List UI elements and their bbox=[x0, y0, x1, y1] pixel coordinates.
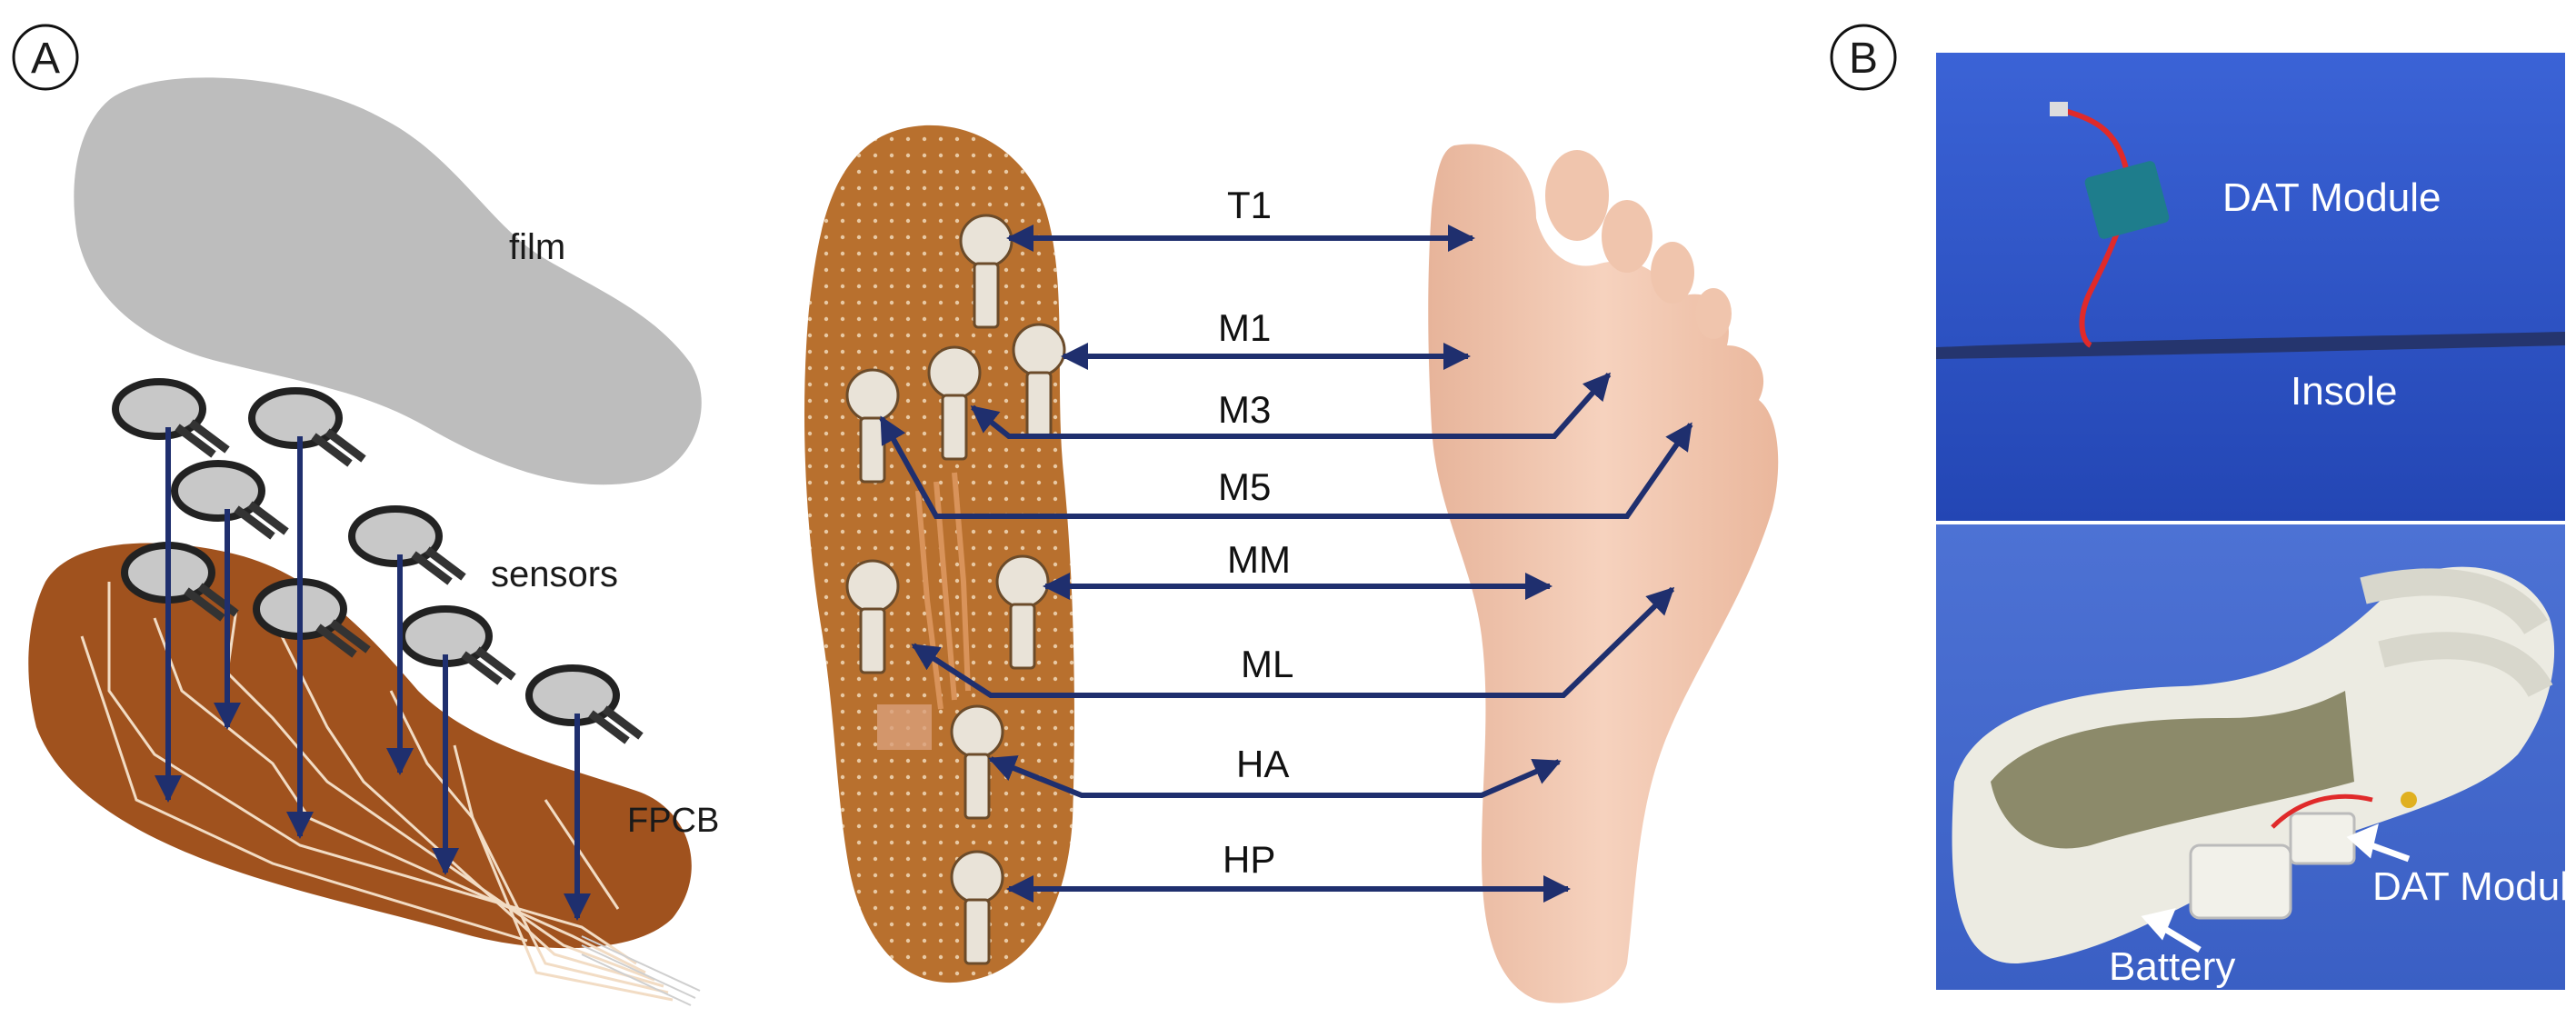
shoe bbox=[1952, 566, 2555, 964]
sensor-disc bbox=[398, 605, 516, 685]
sensor-disc bbox=[348, 505, 466, 585]
panel-a-label: A bbox=[31, 35, 60, 83]
sensor-label: M3 bbox=[1218, 388, 1271, 431]
sensor-disc bbox=[112, 378, 230, 458]
placement-arrows bbox=[155, 427, 591, 921]
photo-top: DAT Module Insole bbox=[1936, 53, 2565, 521]
panel-a: A film FPCB bbox=[12, 24, 1779, 1006]
sensor-label: M5 bbox=[1218, 465, 1271, 508]
shoe-dat-module bbox=[2289, 812, 2356, 865]
pointer-arrows bbox=[2141, 823, 2411, 953]
sensor-location-labels: T1 M1 M3 M5 MM ML HA HP bbox=[1218, 184, 1293, 881]
fpcb-label: FPCB bbox=[627, 802, 719, 840]
fpcb-tail-wires bbox=[581, 935, 701, 1006]
panel-a-badge: A bbox=[12, 24, 79, 91]
sensor-label: ML bbox=[1241, 643, 1293, 685]
sensor-discs bbox=[112, 378, 644, 744]
sensor-label: HA bbox=[1236, 743, 1289, 785]
insole-edge bbox=[1936, 332, 2565, 359]
bottom-module-label: DAT Module bbox=[2372, 864, 2576, 909]
photo-bottom: DAT Module Battery bbox=[1936, 524, 2576, 990]
sensor-label: M1 bbox=[1218, 306, 1271, 349]
sensor-disc bbox=[525, 664, 644, 744]
sensor-label: MM bbox=[1227, 538, 1291, 581]
sensor-disc bbox=[171, 460, 289, 540]
insole-photo bbox=[804, 125, 1074, 983]
dat-module-board bbox=[2084, 161, 2170, 239]
mapping-arrows bbox=[879, 225, 1693, 903]
photo-divider bbox=[1936, 521, 2565, 524]
toes bbox=[1545, 150, 1732, 339]
sensor-label: T1 bbox=[1227, 184, 1272, 226]
cable-connector bbox=[2050, 102, 2068, 116]
panel-b-badge: B bbox=[1830, 24, 1897, 91]
sensor-disc bbox=[248, 387, 366, 467]
fpcb-layer bbox=[28, 543, 692, 949]
sensor-label: HP bbox=[1223, 838, 1275, 881]
foot-photo bbox=[1428, 144, 1779, 1003]
arrow-ha bbox=[988, 755, 1562, 798]
top-module-label: DAT Module bbox=[2222, 175, 2441, 220]
film-layer bbox=[74, 77, 702, 485]
film-label: film bbox=[509, 227, 565, 267]
arrow-ml bbox=[911, 586, 1675, 698]
battery-pack bbox=[2189, 843, 2292, 920]
sensors-label: sensors bbox=[491, 554, 618, 594]
status-led bbox=[2401, 792, 2417, 808]
panel-b: B DAT Module Insole bbox=[1830, 24, 2576, 990]
insole-label: Insole bbox=[2291, 369, 2397, 414]
panel-b-label: B bbox=[1849, 35, 1878, 83]
arrow-m5 bbox=[879, 415, 1693, 519]
battery-label: Battery bbox=[2109, 944, 2235, 989]
